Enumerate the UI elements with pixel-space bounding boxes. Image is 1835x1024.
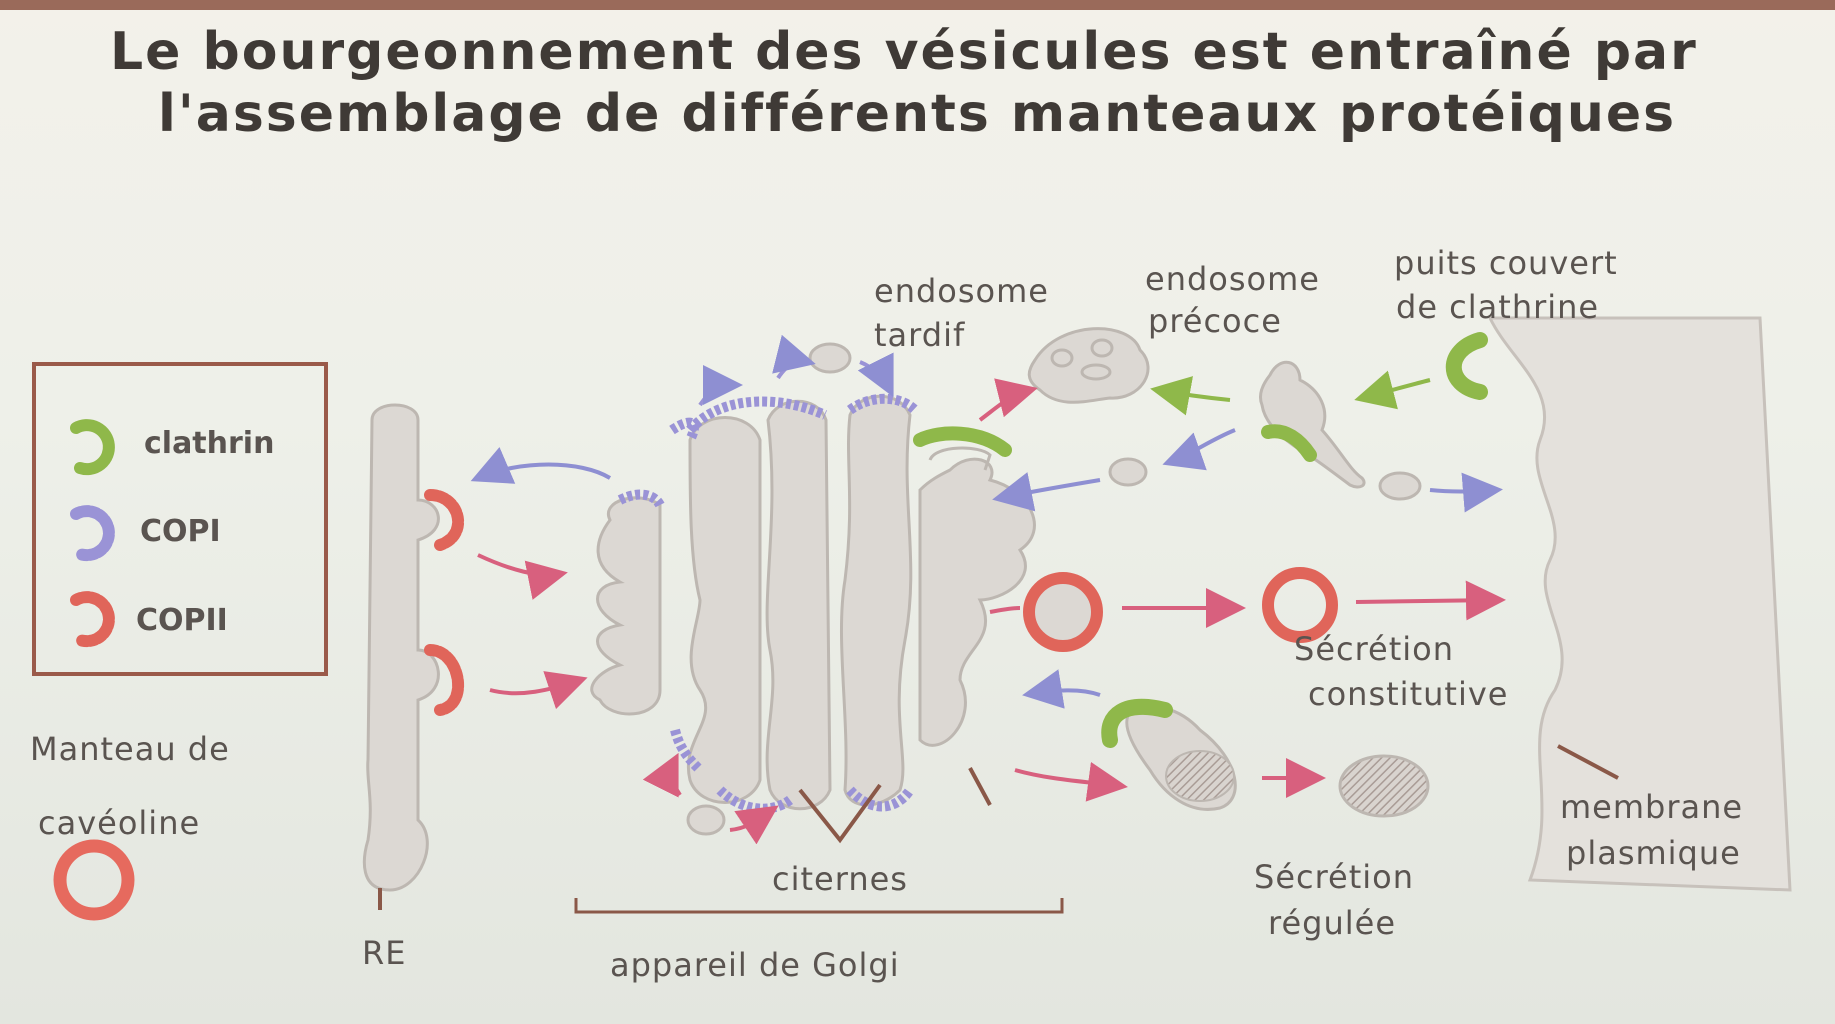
slide-title-line-1: Le bourgeonnement des vésicules est entr…	[110, 22, 1698, 82]
golgi-label: appareil de Golgi	[610, 946, 900, 984]
golgi-apparatus	[590, 393, 1036, 814]
early-endosome	[1258, 361, 1366, 489]
endoplasmic-reticulum	[362, 403, 440, 892]
copi-vesicle-bottom	[686, 804, 726, 836]
constitutive-secretory-vesicle-1	[1023, 572, 1103, 652]
caveolin-label-line-2: cavéoline	[38, 804, 200, 842]
slide-title-line-2: l'assemblage de différents manteaux prot…	[158, 84, 1677, 144]
late-endosome-label-line-2: tardif	[874, 316, 965, 354]
legend-label-copii: COPII	[136, 603, 228, 638]
plasma-membrane-label-line-2: plasmique	[1566, 834, 1741, 872]
regulated-secretion-label-line-2: régulée	[1268, 904, 1396, 942]
cisternae-label: citernes	[772, 860, 908, 898]
copi-vesicle-top	[808, 342, 852, 374]
constitutive-secretory-vesicle-2	[1262, 567, 1338, 643]
regulated-secretion-label-line-1: Sécrétion	[1254, 858, 1414, 896]
clathrin-legend-icon	[70, 419, 115, 476]
legend-label-copi: COPI	[140, 514, 221, 549]
late-endosome-label-line-1: endosome	[874, 272, 1049, 310]
caveolin-vesicle-icon	[53, 839, 135, 921]
clathrin-pit-label-line-1: puits couvert	[1394, 244, 1618, 282]
transport-vesicle	[1108, 457, 1148, 487]
copi-legend-icon	[70, 505, 115, 562]
legend-box	[32, 362, 328, 676]
caveolin-label-line-1: Manteau de	[30, 730, 230, 768]
secretory-granule	[1338, 754, 1430, 818]
early-endosome-label-line-1: endosome	[1145, 260, 1320, 298]
plasma-membrane-label-line-1: membrane	[1560, 788, 1743, 826]
copii-legend-icon	[70, 591, 115, 648]
er-label: RE	[362, 934, 406, 972]
clathrin-pit-label-line-2: de clathrine	[1396, 288, 1599, 326]
recycling-vesicle	[1378, 471, 1422, 501]
clathrin-coated-pit	[1445, 332, 1488, 400]
constitutive-secretion-label-line-1: Sécrétion	[1294, 630, 1454, 668]
slide-top-border	[0, 0, 1835, 10]
legend-label-clathrin: clathrin	[144, 426, 274, 461]
plasma-membrane	[1487, 316, 1792, 892]
constitutive-secretion-label-line-2: constitutive	[1308, 675, 1508, 713]
early-endosome-label-line-2: précoce	[1148, 302, 1282, 340]
